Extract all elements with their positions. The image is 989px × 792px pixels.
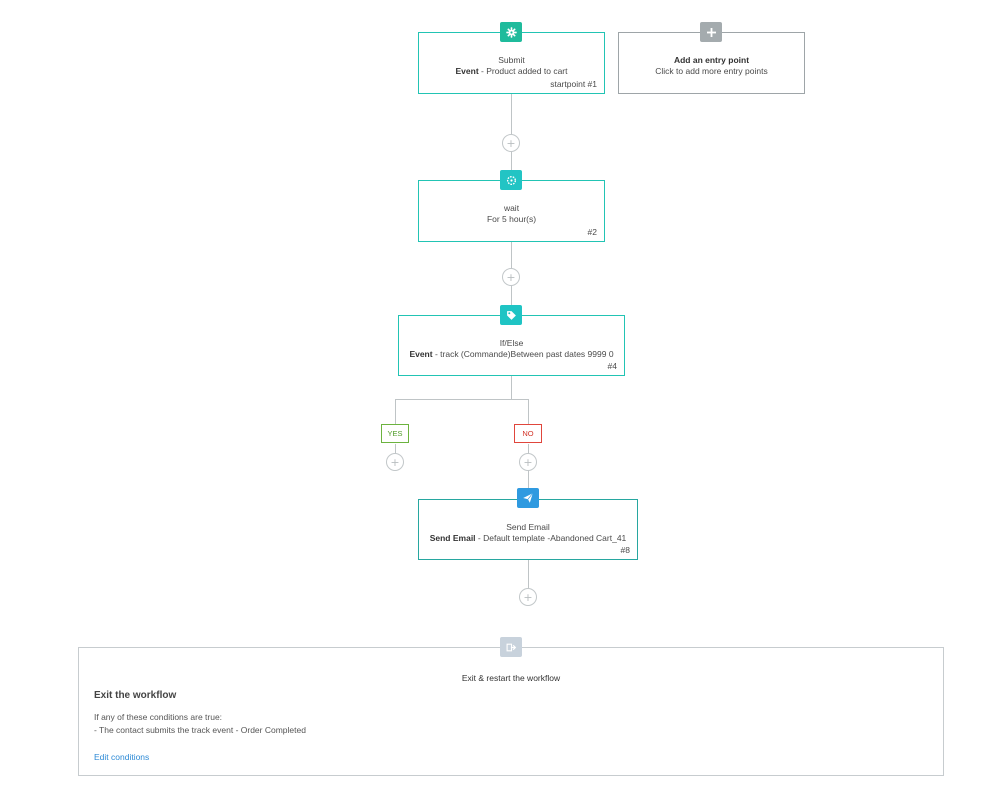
node-number: #8 bbox=[620, 545, 630, 555]
node-subtitle: Event - track (Commande)Between past dat… bbox=[409, 349, 614, 359]
node-title: Submit bbox=[498, 55, 525, 65]
exit-heading: Exit the workflow bbox=[94, 690, 177, 701]
paper-plane-icon bbox=[517, 488, 539, 508]
add-step-button[interactable]: + bbox=[519, 588, 537, 606]
exit-condition-intro: If any of these conditions are true: bbox=[94, 712, 223, 722]
edit-conditions-link[interactable]: Edit conditions bbox=[94, 752, 150, 762]
exit-condition-item: - The contact submits the track event - … bbox=[94, 725, 306, 735]
node-subtitle: For 5 hour(s) bbox=[486, 214, 537, 224]
send-email-node[interactable]: Send Email Send Email - Default template… bbox=[418, 499, 638, 560]
connector bbox=[528, 399, 529, 424]
connector bbox=[395, 399, 396, 424]
gear-icon bbox=[500, 22, 522, 42]
node-title: Send Email bbox=[506, 522, 550, 532]
exit-icon bbox=[500, 637, 522, 657]
connector bbox=[528, 470, 529, 499]
node-title: Add an entry point bbox=[673, 55, 750, 65]
node-number: #2 bbox=[587, 227, 597, 237]
if-else-node[interactable]: If/Else Event - track (Commande)Between … bbox=[398, 315, 625, 376]
node-subtitle: Send Email - Default template -Abandoned… bbox=[429, 533, 627, 543]
connector bbox=[511, 376, 512, 400]
node-subtitle: Event - Product added to cart bbox=[455, 66, 568, 76]
tag-icon bbox=[500, 305, 522, 325]
node-title: wait bbox=[503, 203, 520, 213]
add-step-button[interactable]: + bbox=[502, 134, 520, 152]
plus-icon bbox=[700, 22, 722, 42]
connector bbox=[395, 399, 529, 400]
yes-branch-label: YES bbox=[381, 424, 409, 443]
add-step-button-no[interactable]: + bbox=[519, 453, 537, 471]
connector bbox=[528, 560, 529, 588]
add-step-button[interactable]: + bbox=[502, 268, 520, 286]
connector bbox=[395, 444, 396, 454]
no-branch-label: NO bbox=[514, 424, 542, 443]
node-number: #4 bbox=[607, 361, 617, 371]
node-title: If/Else bbox=[499, 338, 524, 348]
exit-workflow-panel: Exit & restart the workflow Exit the wor… bbox=[78, 647, 944, 776]
add-step-button-yes[interactable]: + bbox=[386, 453, 404, 471]
timer-icon bbox=[500, 170, 522, 190]
node-subtitle: Click to add more entry points bbox=[655, 66, 768, 76]
exit-title: Exit & restart the workflow bbox=[461, 673, 561, 683]
submit-node[interactable]: Submit Event - Product added to cart sta… bbox=[418, 32, 605, 94]
node-number: startpoint #1 bbox=[550, 79, 597, 89]
connector bbox=[528, 444, 529, 454]
